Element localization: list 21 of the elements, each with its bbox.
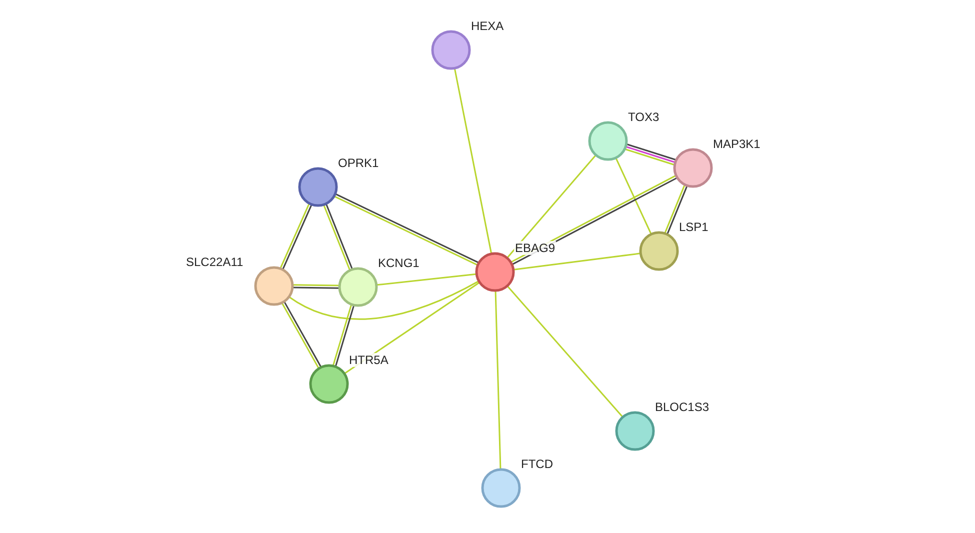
interaction-line	[293, 284, 340, 286]
gene-label: HTR5A	[348, 353, 390, 367]
interaction-line	[506, 154, 596, 258]
gene-label: SLC22A11	[185, 255, 244, 269]
gene-label: BLOC1S3	[654, 400, 710, 414]
gene-label: HEXA	[470, 19, 505, 33]
gene-label: TOX3	[627, 110, 660, 124]
interaction-line	[494, 290, 502, 470]
interaction-line	[454, 68, 492, 254]
interaction-line	[514, 252, 640, 270]
interaction-line	[292, 286, 339, 289]
interaction-line	[507, 286, 623, 418]
interaction-line	[376, 273, 476, 286]
interaction-line	[289, 280, 479, 320]
gene-label: KCNG1	[377, 256, 420, 270]
gene-label: EBAG9	[514, 241, 556, 255]
gene-label: LSP1	[678, 220, 710, 234]
interaction-line	[615, 158, 652, 234]
gene-label: FTCD	[520, 457, 554, 471]
gene-label: OPRK1	[337, 156, 380, 170]
gene-label: MAP3K1	[712, 137, 762, 151]
